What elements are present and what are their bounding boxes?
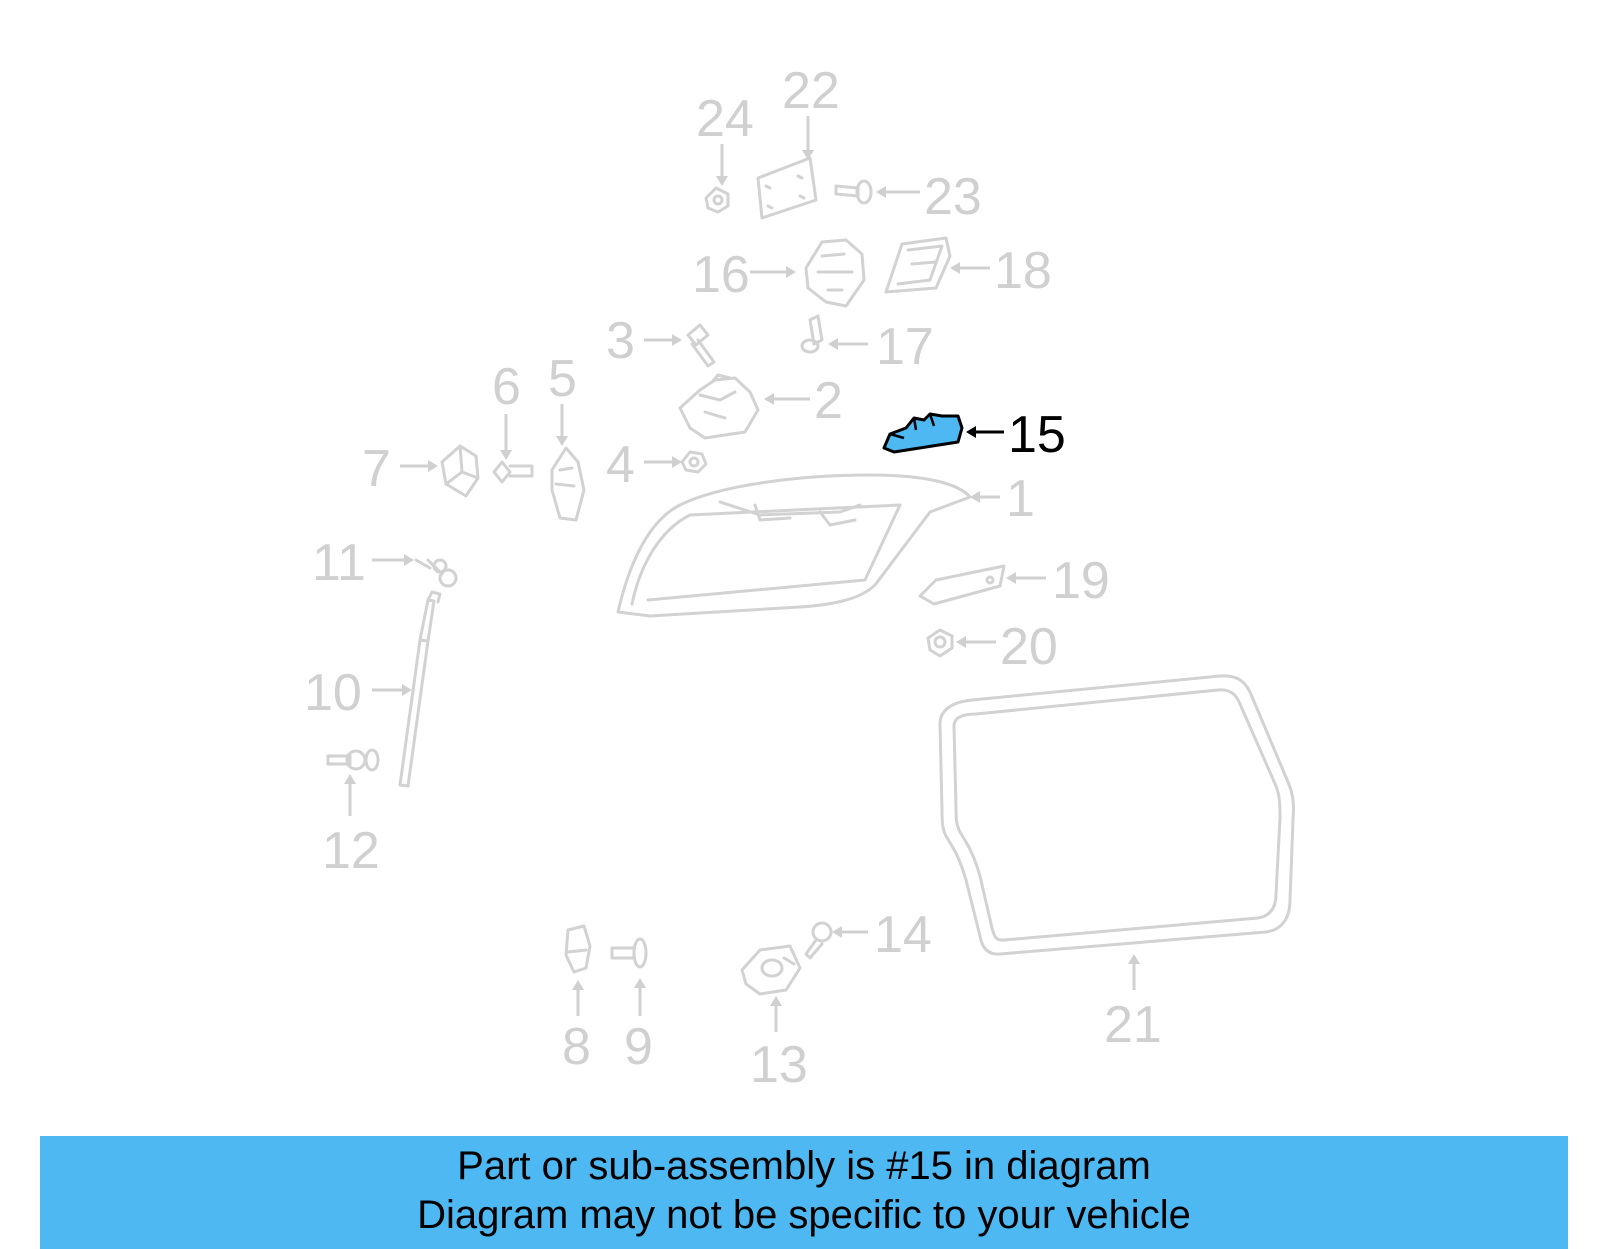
part-3-bolt xyxy=(686,323,716,368)
part-19-strip xyxy=(918,564,1006,606)
part-2 xyxy=(678,373,760,440)
part-23-screw xyxy=(834,179,873,205)
part-15-highlighted[interactable] xyxy=(882,412,964,454)
part-14-screw xyxy=(804,921,833,960)
caption-line-2: Diagram may not be specific to your vehi… xyxy=(417,1193,1191,1237)
part-18-bracket xyxy=(884,236,952,294)
part-12-ball-stud xyxy=(326,748,380,772)
part-4-nut xyxy=(680,450,708,474)
part-7-block xyxy=(440,444,480,498)
caption-banner: Part or sub-assembly is #15 in diagram D… xyxy=(40,1136,1568,1249)
callout-3: 3 xyxy=(606,312,635,370)
part-11-ball-stud xyxy=(414,558,458,588)
callout-10: 10 xyxy=(304,664,362,722)
callout-labels: 1 2 3 4 5 6 7 8 9 10 11 12 13 14 15 16 1… xyxy=(304,62,1162,1094)
callout-22: 22 xyxy=(782,62,840,120)
callout-14: 14 xyxy=(874,906,932,964)
callout-16: 16 xyxy=(692,246,750,304)
callout-20: 20 xyxy=(1000,618,1058,676)
part-5-bracket xyxy=(550,446,586,522)
callout-11: 11 xyxy=(312,534,366,592)
part-10-gas-strut xyxy=(398,590,442,788)
callout-19: 19 xyxy=(1052,552,1110,610)
part-1-liftgate xyxy=(616,473,972,618)
part-13-latch xyxy=(740,944,802,996)
caption-line-1: Part or sub-assembly is #15 in diagram xyxy=(457,1144,1151,1188)
part-16-latch-plate xyxy=(804,238,866,308)
callout-4: 4 xyxy=(606,436,635,494)
callout-17: 17 xyxy=(876,318,934,376)
part-20-nut xyxy=(926,628,954,658)
callout-7: 7 xyxy=(362,440,391,498)
callout-9: 9 xyxy=(624,1018,653,1076)
part-9-screw xyxy=(610,937,648,969)
callout-15: 15 xyxy=(1008,406,1066,464)
callout-12: 12 xyxy=(322,822,380,880)
part-8-clip xyxy=(564,924,592,974)
callout-13: 13 xyxy=(750,1036,808,1094)
callout-5: 5 xyxy=(548,350,577,408)
part-17-bolt xyxy=(800,314,824,354)
callout-21: 21 xyxy=(1104,996,1162,1054)
callout-6: 6 xyxy=(492,358,521,416)
callout-24: 24 xyxy=(696,90,754,148)
callout-18: 18 xyxy=(994,242,1052,300)
callout-8: 8 xyxy=(562,1018,591,1076)
part-24-nut xyxy=(704,186,730,214)
leader-arrows xyxy=(344,116,1140,1032)
part-21-weatherstrip xyxy=(938,674,1295,956)
part-22-plate xyxy=(756,156,818,220)
callout-1: 1 xyxy=(1006,470,1035,528)
callout-2: 2 xyxy=(814,372,843,430)
callout-23: 23 xyxy=(924,168,982,226)
part-6-screw xyxy=(492,460,534,484)
